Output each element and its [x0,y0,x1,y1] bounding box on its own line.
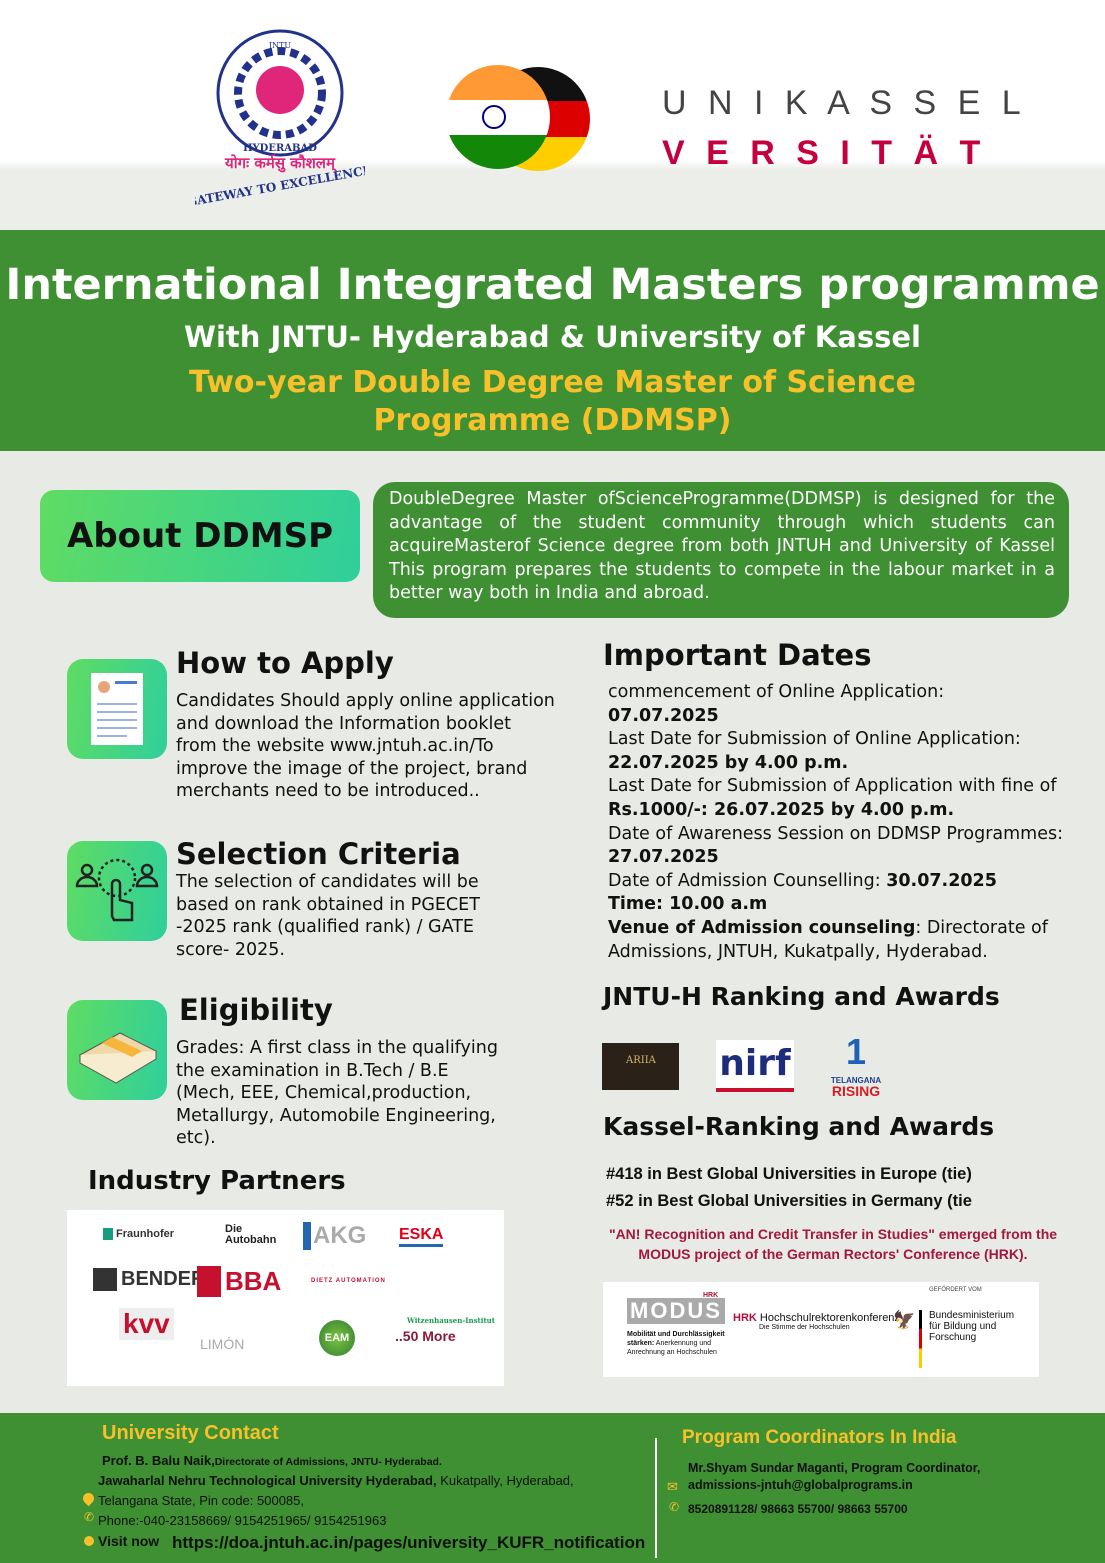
telangana-rising-logo: 1 TELANGANA RISING [830,1031,882,1099]
how-to-apply-text: Candidates Should apply online applicati… [176,691,555,801]
industry-partners-heading: Industry Partners [88,1166,346,1196]
date-item: Date of Awareness Session on DDMSP Progr… [608,823,1063,868]
selection-hand-icon [67,841,167,941]
partner-logo: BBA [197,1266,281,1297]
selection-criteria-text: The selection of candidates will be base… [176,872,480,960]
mail-icon: ✉ [667,1480,678,1495]
partner-logo: kvv [119,1308,174,1340]
page-subtitle: With JNTU- Hyderabad & University of Kas… [184,320,921,354]
partner-logos: Fraunhofer Die Autobahn AKG ESKA BENDER … [67,1210,504,1386]
svg-text:योगः कर्मसु कौशलम्: योगः कर्मसु कौशलम् [224,154,338,173]
globe-icon [84,1536,94,1546]
modus-note: "AN! Recognition and Credit Transfer in … [608,1226,1058,1262]
important-dates-list: commencement of Online Application:07.07… [608,681,1068,964]
partner-logo: DIETZ AUTOMATION [311,1278,386,1284]
svg-text:JNTU: JNTU [268,41,292,50]
modus-logo: MODUS [627,1298,725,1324]
footer-divider [655,1438,657,1558]
date-item: Last Date for Submission of Online Appli… [608,729,1021,773]
uni-kassel-logo: U N I K A S S E L V E R S I T Ä T [662,84,1027,172]
eligibility-text: Grades: A first class in the qualifying … [176,1038,498,1148]
phone-icon: ✆ [669,1500,680,1514]
eagle-icon: 🦅 [893,1310,916,1330]
partner-logo: Fraunhofer [103,1228,174,1240]
location-pin-icon [80,1490,97,1507]
date-item: commencement of Online Application:07.07… [608,682,945,726]
documents-icon [67,1000,167,1100]
nirf-logo: nirf [716,1040,794,1092]
header: JNTU HYDERABAD योगः कर्मसु कौशलम् GATEWA… [0,0,1105,230]
date-item: Time: 10.00 a.m [608,894,768,915]
important-dates-heading: Important Dates [603,638,872,672]
page-title: International Integrated Masters program… [5,260,1100,310]
phone-icon: ✆ [84,1510,95,1524]
partner-logo: EAM [319,1320,355,1356]
about-description: DoubleDegree Master ofScienceProgramme(D… [373,482,1069,618]
kassel-partner-logos: HRK MODUS Mobilität und Durchlässigkeit … [603,1282,1039,1377]
partner-logo: LIMÓN [200,1336,245,1352]
coordinator-email[interactable]: admissions-jntuh@globalprograms.in [688,1478,913,1492]
selection-criteria-heading: Selection Criteria [176,837,461,871]
how-to-apply-heading: How to Apply [176,646,394,680]
tagline: Two-year Double Degree Master of Science… [189,365,916,438]
svg-text:HYDERABAD: HYDERABAD [243,143,317,154]
footer: University Contact Prof. B. Balu Naik,Di… [0,1413,1105,1563]
coordinators-heading: Program Coordinators In India [682,1427,957,1448]
kassel-rankings: #418 in Best Global Universities in Euro… [606,1165,972,1210]
partner-logo: Witzenhausen-Institut [407,1316,496,1325]
title-banner: International Integrated Masters program… [0,230,1105,451]
date-item: Venue of Admission counseling: Directora… [608,917,1048,962]
website-link[interactable]: https://doa.jntuh.ac.in/pages/university… [172,1533,646,1552]
about-label: About DDMSP [40,490,360,582]
more-partners-link[interactable]: ..50 More [395,1328,456,1344]
partner-logo: ESKA [399,1226,444,1247]
date-item: Last Date for Submission of Application … [608,776,1057,820]
jntuh-logo: JNTU HYDERABAD योगः कर्मसु कौशलम् GATEWA… [186,18,373,209]
university-contact-heading: University Contact [102,1422,279,1444]
eligibility-heading: Eligibility [179,993,333,1027]
bmbf-logo: Bundesministerium für Bildung und Forsch… [929,1310,1015,1343]
india-germany-flag-icon [444,65,594,173]
resume-icon [67,659,167,759]
ariia-logo: ARIIA [602,1043,679,1090]
jntuh-awards-heading: JNTU-H Ranking and Awards [603,982,1000,1011]
kassel-awards-heading: Kassel-Ranking and Awards [603,1112,995,1141]
date-item: Date of Admission Counselling: 30.07.202… [608,870,997,891]
partner-logo: AKG [303,1222,366,1250]
partner-logo: Die Autobahn [225,1223,277,1246]
partner-logo: BENDER [93,1268,205,1291]
